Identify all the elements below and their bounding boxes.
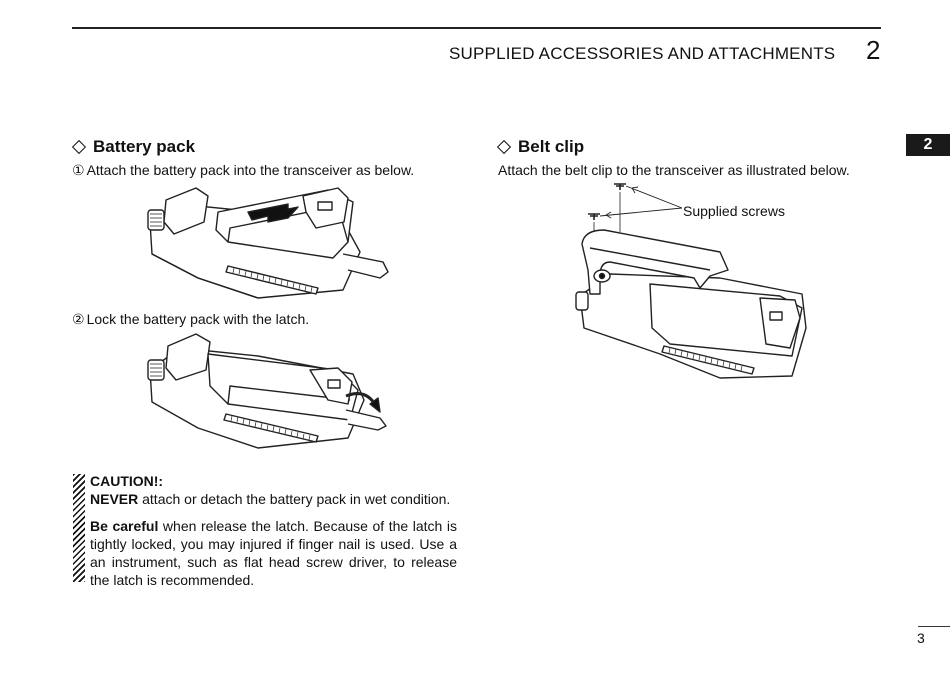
caution-paragraph-2: Be careful when release the latch. Becau… bbox=[90, 517, 457, 589]
battery-attach-illustration bbox=[147, 187, 389, 299]
battery-pack-title: Battery pack bbox=[93, 137, 196, 156]
diamond-bullet-icon bbox=[71, 139, 87, 155]
battery-step-1-text: Attach the battery pack into the transce… bbox=[86, 162, 415, 178]
header-rule bbox=[72, 27, 881, 29]
battery-lock-illustration bbox=[147, 333, 387, 449]
caution-p2-bold: Be careful bbox=[90, 518, 159, 534]
battery-step-1: ① Attach the battery pack into the trans… bbox=[72, 161, 414, 179]
caution-paragraph-1: NEVER attach or detach the battery pack … bbox=[90, 490, 457, 508]
caution-p2-text: when release the latch. Because of the l… bbox=[90, 518, 457, 588]
caution-p1-text: attach or detach the battery pack in wet… bbox=[138, 491, 451, 507]
belt-clip-heading: Belt clip bbox=[496, 137, 585, 157]
caution-heading: CAUTION!: bbox=[90, 473, 164, 489]
chapter-side-tab: 2 bbox=[906, 134, 950, 156]
belt-clip-text: Attach the belt clip to the transceiver … bbox=[498, 162, 850, 178]
footer-rule bbox=[918, 626, 950, 627]
caution-hatch-icon bbox=[73, 474, 85, 582]
step-2-marker: ② bbox=[72, 311, 85, 327]
supplied-screws-callout: Supplied screws bbox=[683, 203, 785, 219]
belt-clip-illustration bbox=[575, 183, 807, 379]
page-number: 3 bbox=[917, 630, 925, 646]
caution-p1-bold: NEVER bbox=[90, 491, 139, 507]
chapter-number: 2 bbox=[866, 35, 881, 65]
diamond-bullet-icon bbox=[496, 139, 512, 155]
caution-block: CAUTION!: NEVER attach or detach the bat… bbox=[90, 472, 457, 589]
page-title: SUPPLIED ACCESSORIES AND ATTACHMENTS bbox=[449, 44, 836, 63]
belt-clip-title: Belt clip bbox=[518, 137, 585, 156]
battery-step-2-text: Lock the battery pack with the latch. bbox=[86, 311, 310, 327]
step-1-marker: ① bbox=[72, 162, 85, 178]
battery-step-2: ② Lock the battery pack with the latch. bbox=[72, 310, 309, 328]
battery-pack-heading: Battery pack bbox=[71, 137, 196, 157]
